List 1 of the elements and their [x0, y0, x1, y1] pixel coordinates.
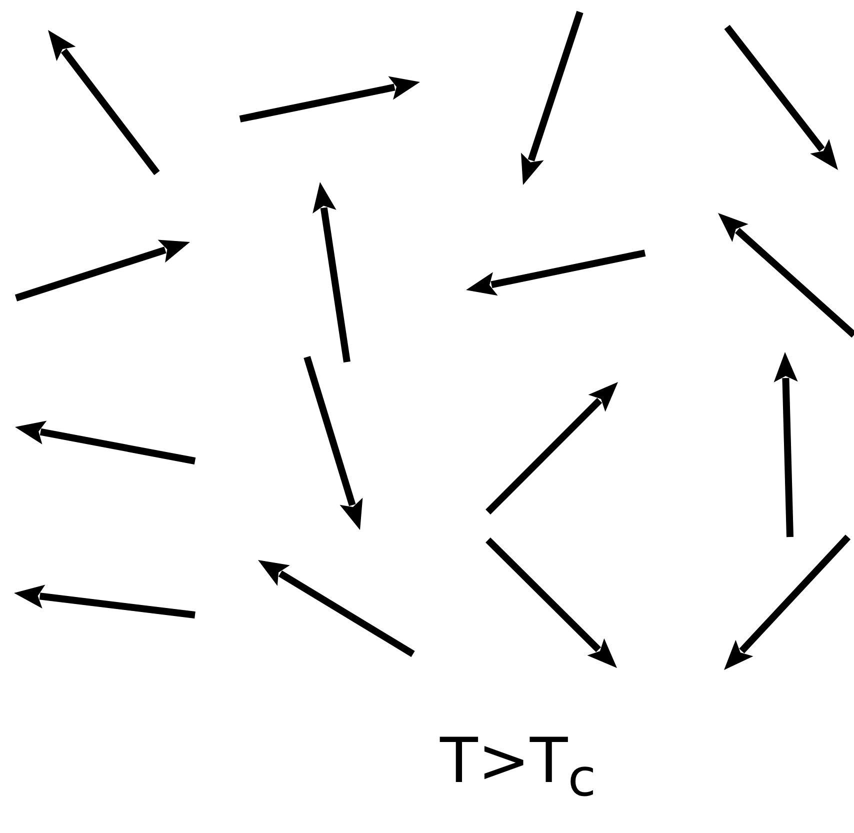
temperature-label: T>T$_{c}$: [440, 730, 596, 806]
